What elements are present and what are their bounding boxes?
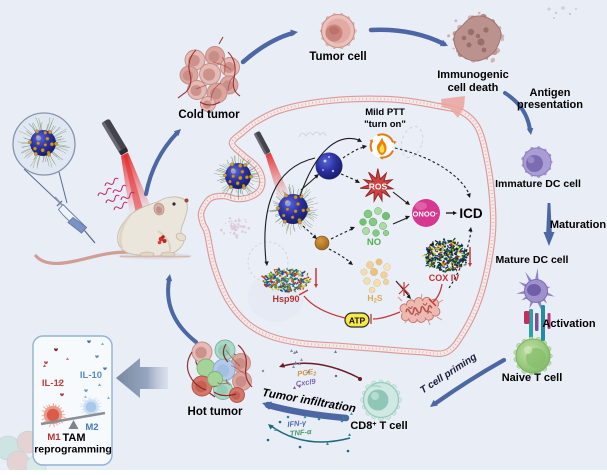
svg-text:Immunogenic: Immunogenic [437,69,509,81]
svg-text:IL-12: IL-12 [42,378,64,389]
svg-text:Cxcl9: Cxcl9 [295,377,317,389]
svg-text:cell death: cell death [448,82,499,94]
svg-text:CD8+ T cell: CD8+ T cell [350,420,407,432]
svg-text:H2S: H2S [367,293,382,305]
svg-text:COX IV: COX IV [429,273,460,283]
svg-text:ICD: ICD [459,206,483,221]
svg-text:"turn on": "turn on" [364,119,406,130]
svg-text:Cold tumor: Cold tumor [178,109,240,121]
svg-text:Antigen: Antigen [530,87,571,99]
svg-text:IFN-γ: IFN-γ [287,418,307,429]
svg-text:IL-10: IL-10 [80,370,102,381]
svg-text:reprogramming: reprogramming [34,444,112,456]
svg-text:Immature DC cell: Immature DC cell [495,178,581,190]
svg-text:M1: M1 [47,432,61,443]
svg-text:Tumor cell: Tumor cell [309,51,366,63]
svg-text:TAM: TAM [62,432,85,444]
svg-text:Hsp90: Hsp90 [272,294,299,304]
svg-text:ONOO-: ONOO- [412,210,437,219]
svg-text:Mild PTT: Mild PTT [365,107,405,118]
svg-text:ROS: ROS [369,182,388,192]
svg-text:TNF-α: TNF-α [289,427,312,438]
svg-text:Maturation: Maturation [550,219,607,231]
svg-text:M2: M2 [85,422,98,433]
svg-text:Mature DC cell: Mature DC cell [496,254,569,266]
svg-text:Activation: Activation [542,318,595,330]
svg-text:Hot tumor: Hot tumor [188,406,243,418]
svg-text:NO: NO [367,237,381,248]
svg-text:ATP: ATP [349,316,366,326]
svg-text:Naive T cell: Naive T cell [502,372,563,384]
svg-text:presentation: presentation [517,99,583,111]
